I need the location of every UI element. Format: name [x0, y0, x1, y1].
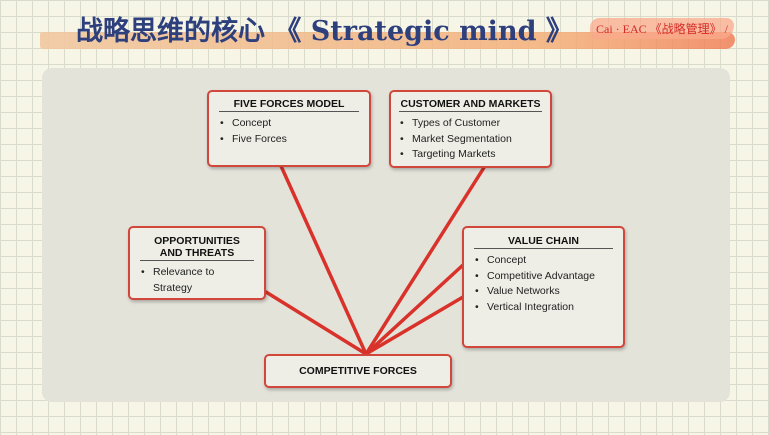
five-forces-list: Concept Five Forces [219, 116, 359, 147]
opportunities-list: Relevance to Strategy [140, 265, 254, 296]
opportunities-title-line1: OPPORTUNITIES [154, 235, 240, 247]
connector-value-chain-upper [364, 263, 465, 356]
list-item: Types of Customer [399, 116, 542, 132]
competitive-forces-box: COMPETITIVE FORCES [264, 354, 452, 388]
value-chain-title: VALUE CHAIN [474, 235, 613, 249]
connector-five-forces [279, 164, 368, 356]
list-item: Concept [219, 116, 359, 132]
list-item: Competitive Advantage [474, 269, 613, 285]
list-item: Concept [474, 253, 613, 269]
five-forces-box: FIVE FORCES MODEL Concept Five Forces [207, 90, 371, 167]
course-badge: Cai · EAC 《战略管理》 / [590, 18, 734, 39]
list-item: Targeting Markets [399, 147, 542, 163]
list-item: Market Segmentation [399, 132, 542, 148]
five-forces-title: FIVE FORCES MODEL [219, 98, 359, 112]
title-brush-stroke [40, 32, 735, 49]
value-chain-list: Concept Competitive Advantage Value Netw… [474, 253, 613, 315]
page-title: 战略思维的核心 《 Strategic mind 》 [76, 16, 573, 47]
opportunities-title: OPPORTUNITIES AND THREATS [140, 235, 254, 261]
list-item: Vertical Integration [474, 300, 613, 316]
customer-markets-list: Types of Customer Market Segmentation Ta… [399, 116, 542, 163]
list-item: Relevance to Strategy [140, 265, 254, 296]
list-item: Value Networks [474, 284, 613, 300]
customer-markets-box: CUSTOMER AND MARKETS Types of Customer M… [389, 90, 552, 168]
competitive-forces-label: COMPETITIVE FORCES [299, 365, 417, 377]
connector-value-chain-lower [364, 295, 465, 356]
connector-opportunities [264, 290, 368, 356]
list-item: Five Forces [219, 132, 359, 148]
customer-markets-title: CUSTOMER AND MARKETS [399, 98, 542, 112]
opportunities-title-line2: AND THREATS [159, 247, 235, 259]
opportunities-box: OPPORTUNITIES AND THREATS Relevance to S… [128, 226, 266, 300]
connector-customer-markets [364, 164, 487, 356]
value-chain-box: VALUE CHAIN Concept Competitive Advantag… [462, 226, 625, 348]
